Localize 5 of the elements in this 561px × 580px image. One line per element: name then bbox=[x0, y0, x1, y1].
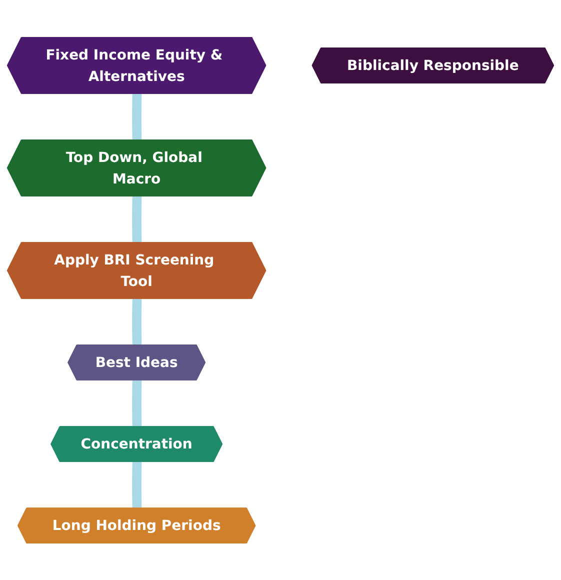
connector bbox=[132, 460, 142, 510]
connector bbox=[132, 379, 142, 428]
connector bbox=[132, 92, 142, 141]
connector bbox=[132, 298, 142, 346]
connector bbox=[132, 195, 142, 244]
